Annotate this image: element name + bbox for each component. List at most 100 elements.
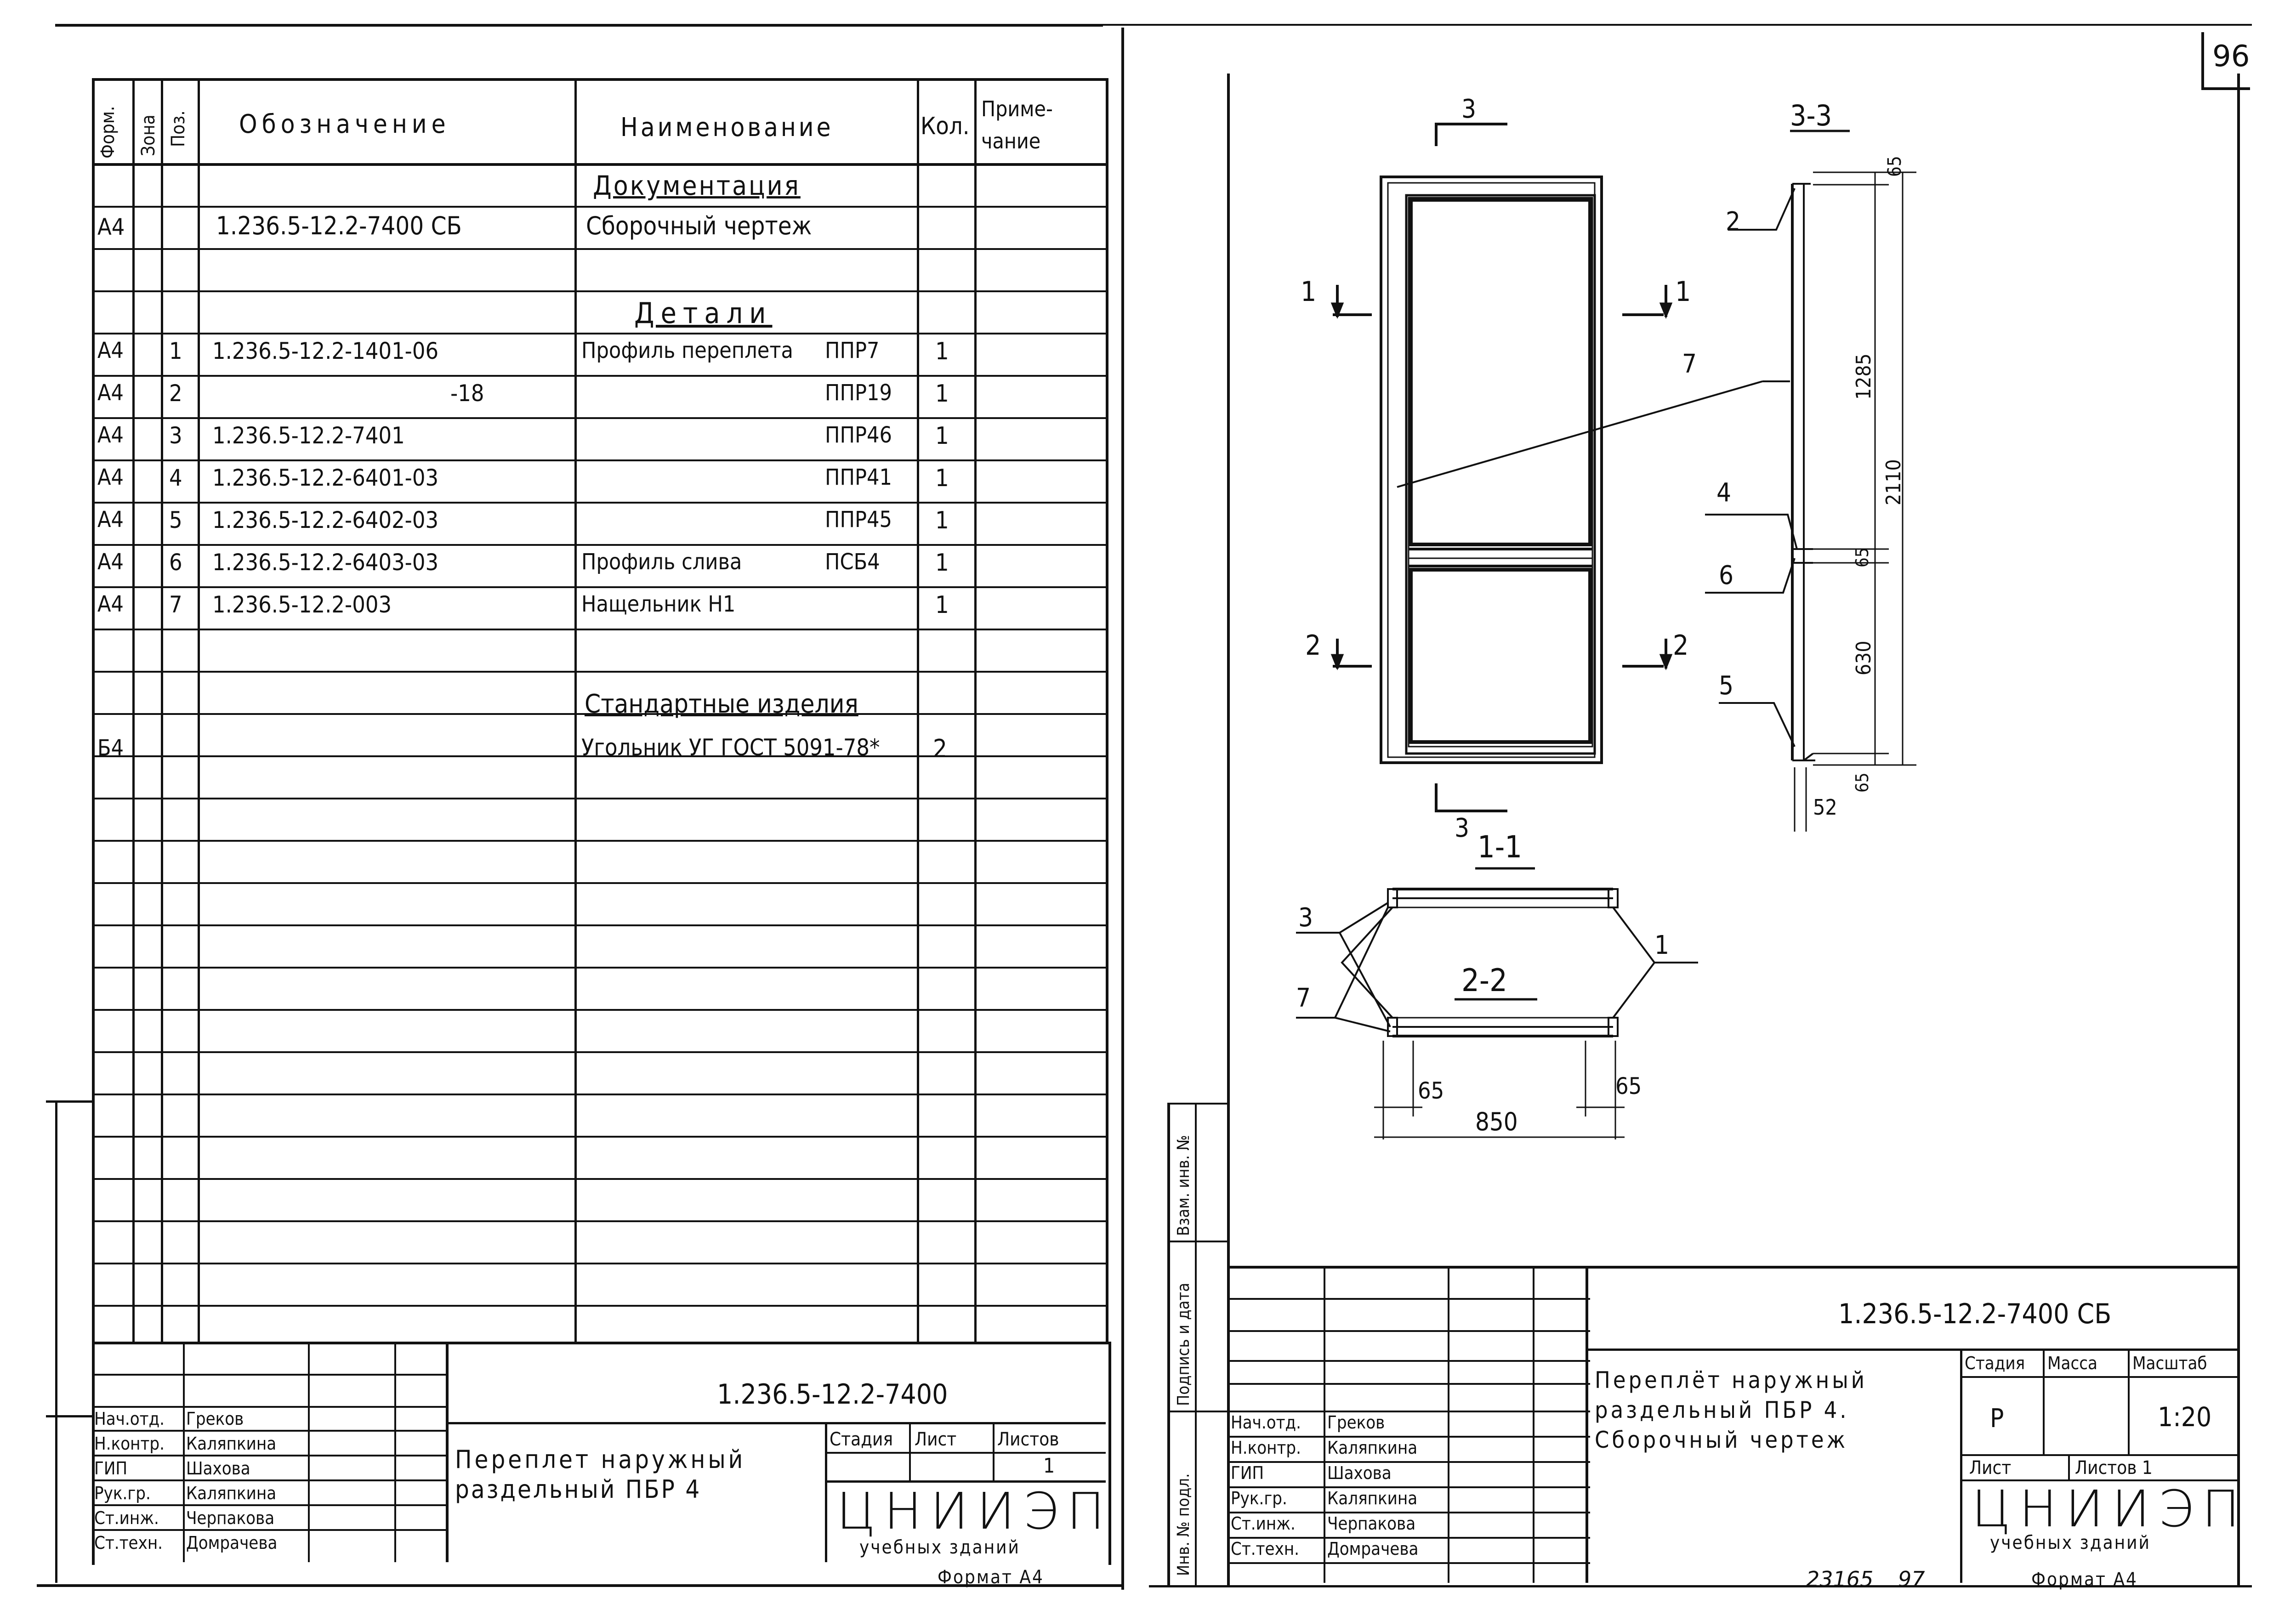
left-format: Формат А4 (938, 1567, 1044, 1588)
table-row-line (92, 629, 1106, 630)
header-designation: Обозначение (239, 109, 450, 139)
dim-65-left: 65 (1418, 1077, 1444, 1104)
dim-65-bottom: 65 (1852, 772, 1872, 793)
cut-3-top: 3 (1461, 94, 1477, 124)
person-name: Домрачева (186, 1533, 278, 1553)
right-org-sub: учебных зданий (1990, 1532, 2151, 1553)
row-form: Б4 (97, 735, 124, 761)
table-row-line (92, 840, 1106, 842)
stamp-number: 23165 (1806, 1567, 1874, 1592)
upper-pane (1409, 198, 1592, 546)
left-title-code: 1.236.5-12.2-7400 (717, 1378, 948, 1411)
row-mark: ППР19 (825, 380, 892, 406)
person-name: Каляпкина (186, 1434, 277, 1454)
left-sheet: Форм. Зона Поз. Обозначение Наименование… (0, 0, 1121, 1615)
frame-outer (1380, 176, 1603, 764)
table-row-line (92, 1051, 1106, 1053)
section-details: Детали (634, 296, 773, 330)
header-qty: Кол. (921, 113, 970, 140)
person-role: Рук.гр. (94, 1483, 151, 1503)
right-title-line1: Переплёт наружный (1595, 1367, 1867, 1394)
row-designation: 1.236.5-12.2-1401-06 (212, 338, 439, 364)
section-2-2-title: 2-2 (1461, 963, 1507, 999)
sheet-number-box: 96 (2201, 32, 2250, 90)
table-row-line (92, 967, 1106, 969)
table-row-line (92, 671, 1106, 673)
person-name: Греков (186, 1409, 244, 1429)
person-role: ГИП (1231, 1463, 1264, 1483)
row-qty: 2 (933, 734, 947, 763)
dim-65-mid: 65 (1852, 547, 1872, 568)
center-fold-line (1121, 28, 1124, 1590)
person-name: Черпакова (186, 1508, 275, 1528)
table-row-line (92, 459, 1106, 461)
left-org-main: ЦНИИЭП (836, 1482, 1113, 1541)
cut-1-right: 1 (1675, 276, 1691, 308)
row-name: Угольник УГ ГОСТ 5091-78* (581, 734, 880, 761)
left-stage-label: Стадия (830, 1429, 893, 1450)
leader-7: 7 (1682, 349, 1697, 379)
leader-5: 5 (1719, 671, 1734, 701)
header-name: Наименование (620, 113, 834, 142)
table-row-line (92, 248, 1106, 250)
person-role: Рук.гр. (1231, 1488, 1287, 1508)
dim-65-right: 65 (1615, 1073, 1642, 1099)
left-title-line1: Переплет наружный (455, 1445, 746, 1474)
right-scale-value: 1:20 (2158, 1401, 2212, 1433)
left-bottom-border (37, 1584, 1121, 1587)
left-title-line2: раздельный ПБР 4 (455, 1475, 702, 1504)
person-name: Черпакова (1327, 1513, 1416, 1534)
right-title-line2: раздельный ПБР 4. (1595, 1397, 1849, 1423)
table-row-line (92, 1263, 1106, 1264)
stamp-suffix: 97 (1898, 1567, 1925, 1592)
table-row-line (92, 798, 1106, 799)
leader-1: 1 (1654, 930, 1670, 960)
table-row-line (92, 417, 1106, 419)
person-name: Каляпкина (186, 1483, 277, 1503)
row-name: Нащельник Н1 (581, 591, 736, 617)
row-qty: 1 (935, 465, 949, 492)
left-org-sub: учебных зданий (859, 1537, 1020, 1558)
person-role: Ст.техн. (1231, 1539, 1300, 1559)
row-position: 1 (169, 338, 182, 364)
row-form: А4 (97, 591, 124, 617)
table-row-line (92, 333, 1106, 334)
row-qty: 1 (935, 380, 949, 408)
row-position: 5 (169, 507, 182, 533)
person-role: ГИП (94, 1458, 128, 1479)
section-documentation: Документация (593, 170, 801, 201)
table-row-line (92, 1009, 1106, 1011)
right-top-border (1057, 24, 2252, 26)
person-role: Н.контр. (94, 1434, 165, 1454)
right-format: Формат А4 (2031, 1569, 2138, 1590)
dim-65-top: 65 (1884, 156, 1905, 177)
table-row-line (92, 502, 1106, 504)
table-row-line (92, 1136, 1106, 1138)
row-form: А4 (97, 507, 124, 533)
row-position: 2 (169, 380, 182, 407)
left-sheets-label: Листов (997, 1429, 1059, 1450)
row-form: А4 (97, 422, 124, 448)
row-designation: -18 (450, 380, 484, 407)
row-designation: 1.236.5-12.2-7401 (212, 422, 405, 449)
person-name: Шахова (186, 1458, 250, 1479)
person-role: Нач.отд. (1231, 1412, 1301, 1433)
table-row-line (92, 755, 1106, 757)
section-3-3-title: 3-3 (1790, 99, 1832, 132)
right-org-main: ЦНИИЭП (1972, 1479, 2248, 1538)
person-role: Ст.инж. (1231, 1513, 1296, 1534)
row-form: А4 (97, 214, 125, 240)
row-qty: 1 (935, 591, 949, 619)
leader-4: 4 (1716, 478, 1732, 508)
row-name: Профиль переплета (581, 338, 793, 363)
table-row-line (92, 1178, 1106, 1180)
row-position: 4 (169, 465, 182, 491)
right-bottom-border (1149, 1585, 2252, 1587)
row-mark: ППР45 (825, 507, 892, 533)
leader-2: 2 (1726, 207, 1741, 237)
sheet-number: 96 (2212, 40, 2250, 74)
person-name: Шахова (1327, 1463, 1392, 1483)
table-row-line (92, 1220, 1106, 1222)
header-note-2: чание (981, 129, 1041, 153)
table-row-line (92, 1094, 1106, 1095)
